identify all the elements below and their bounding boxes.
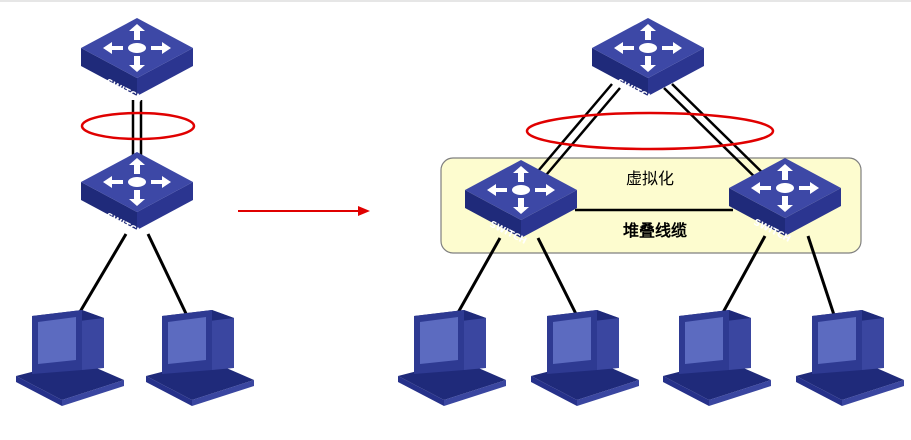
switch-icon: SWITCH xyxy=(592,18,704,105)
right-link-pc3 xyxy=(718,235,767,319)
right-topology: SWITCH SWITCH SWITCH 虚拟化 堆叠线缆 xyxy=(398,18,904,406)
computer-icon xyxy=(146,310,254,406)
right-link-pc4 xyxy=(806,235,837,319)
right-link-pc1 xyxy=(453,237,502,319)
switch-icon: SWITCH xyxy=(81,18,193,105)
switch-icon: SWITCH xyxy=(81,152,193,239)
computer-icon xyxy=(531,310,639,406)
computer-icon xyxy=(16,310,124,406)
right-uplink-right-a xyxy=(671,83,779,189)
left-link-pc1 xyxy=(72,233,128,323)
stack-cable-label: 堆叠线缆 xyxy=(623,221,687,240)
top-divider xyxy=(0,0,911,2)
computer-icon xyxy=(398,310,506,406)
right-uplink-highlight xyxy=(525,111,775,151)
computer-icon xyxy=(663,310,771,406)
left-link-pc2 xyxy=(146,233,192,323)
right-link-pc2 xyxy=(536,237,580,319)
virtualization-label: 虚拟化 xyxy=(626,169,674,188)
right-uplink-right-b xyxy=(663,87,771,193)
left-uplink-highlight xyxy=(80,111,196,141)
transition-arrow xyxy=(238,206,370,216)
left-topology: SWITCH SWITCH xyxy=(16,18,254,406)
computer-icon xyxy=(796,310,904,406)
